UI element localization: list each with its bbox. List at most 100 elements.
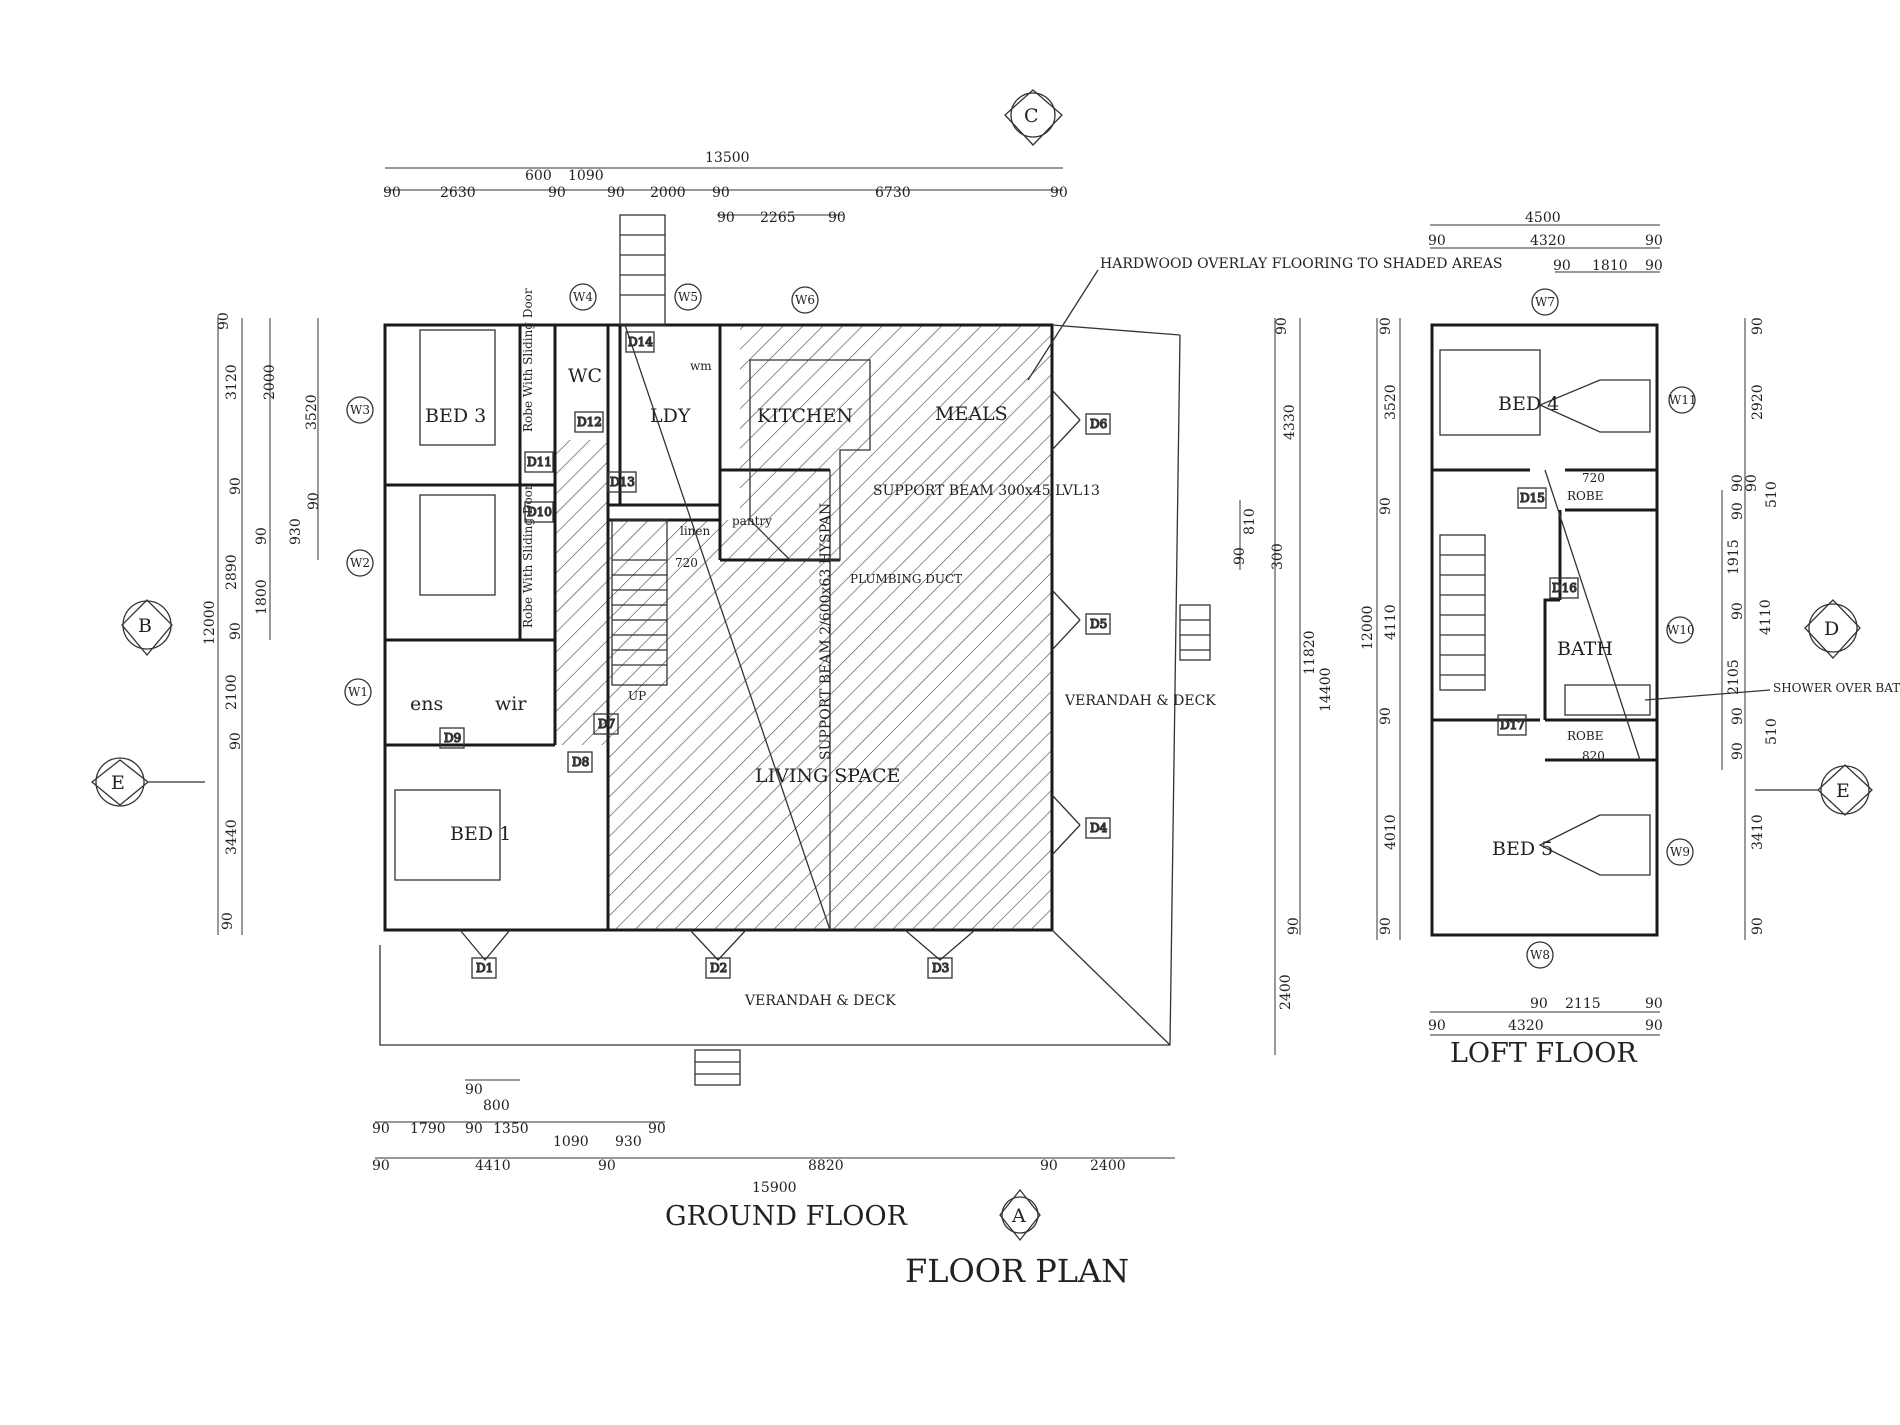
dim-bot-r3-4: 90	[1040, 1158, 1058, 1174]
window-tag-w8: W8	[1530, 948, 1550, 962]
robe-label-1: Robe With Sliding Door	[521, 288, 535, 432]
door-tag-d10: D10	[527, 505, 552, 519]
room-label-kitchen: KITCHEN	[757, 405, 853, 427]
dim-bot-r3-1: 4410	[475, 1158, 511, 1174]
loft-window-tags: W7 W8 W9 W10 W11	[1526, 288, 1697, 969]
dim-left-2: 2000	[262, 364, 278, 400]
bed-2-outline	[419, 494, 496, 596]
dim-right-4: 90	[1232, 547, 1248, 565]
loft-dim-left-4: 4110	[1383, 604, 1399, 640]
exterior-stairs-bottom	[694, 1049, 741, 1086]
note-shower: SHOWER OVER BATH	[1773, 681, 1900, 695]
section-marker-c-label: C	[1024, 105, 1039, 127]
loft-dim-top-r3-1: 1810	[1592, 258, 1628, 274]
door-tag-d8: D8	[572, 755, 589, 769]
drawing-title: FLOOR PLAN	[905, 1252, 1129, 1290]
loft-dim-left-3: 12000	[1360, 605, 1376, 650]
dim-left-1: 3120	[224, 364, 240, 400]
dim-top-r2-8: 6730	[875, 185, 911, 201]
room-label-meals: MEALS	[935, 403, 1008, 425]
loft-dim-right-11: 510	[1764, 718, 1780, 745]
dim-right-2: 810	[1242, 508, 1258, 535]
window-tag-w11: W11	[1669, 393, 1697, 407]
exterior-stairs-right	[1179, 604, 1211, 661]
loft-dim-bot-r1-1: 2115	[1565, 996, 1601, 1012]
dim-top-r2-7: 90	[712, 185, 730, 201]
window-tag-w6: W6	[795, 293, 815, 307]
section-markers: A B C D E E	[90, 89, 1873, 1242]
loft-dim-left-5: 90	[1378, 707, 1394, 725]
ground-dims-top: 13500 90 2630 600 1090 90 90 2000 90 673…	[383, 150, 1068, 226]
dim-bot-r2-1: 1790	[410, 1121, 446, 1137]
loft-dim-left-0: 90	[1378, 317, 1394, 335]
window-tag-w5: W5	[678, 290, 698, 304]
window-tag-w9: W9	[1670, 845, 1690, 859]
door-tag-d6: D6	[1090, 417, 1107, 431]
dim-top-r2-0: 90	[383, 185, 401, 201]
loft-dim-right-3: 90	[1744, 474, 1760, 492]
room-label-ldy: LDY	[650, 405, 691, 427]
loft-dims-top: 4500 90 4320 90 90 1810 90	[1428, 210, 1663, 274]
loft-dim-right-9: 2105	[1726, 659, 1742, 695]
exterior-stairs-top	[619, 214, 666, 326]
dim-left-3: 3520	[304, 394, 320, 430]
loft-dim-right-5: 90	[1730, 502, 1746, 520]
room-label-robe-bottom: ROBE	[1567, 729, 1603, 743]
room-label-bed5: BED 5	[1492, 838, 1553, 860]
bed-1-outline	[394, 789, 501, 881]
door-tag-d1: D1	[476, 961, 493, 975]
dim-left-6: 90	[306, 492, 322, 510]
door-tag-d15: D15	[1520, 491, 1545, 505]
section-marker-c: C	[1004, 89, 1063, 146]
window-tag-w1: W1	[348, 685, 368, 699]
window-tag-w10: W10	[1667, 623, 1695, 637]
loft-dim-bot-r2-0: 90	[1428, 1018, 1446, 1034]
room-label-wc: WC	[568, 365, 602, 387]
dim-bot-r2-5: 930	[615, 1134, 642, 1150]
dim-left-13: 90	[228, 732, 244, 750]
bed-3-outline	[419, 329, 496, 446]
dim-bot-r3-5: 2400	[1090, 1158, 1126, 1174]
dim-left-8: 1800	[254, 579, 270, 615]
note-plumbing-duct: PLUMBING DUCT	[850, 572, 962, 586]
dim-bot-r1-0: 90	[465, 1082, 483, 1098]
section-marker-e-left: E	[90, 757, 205, 807]
dim-bot-r3-3: 8820	[808, 1158, 844, 1174]
label-up: UP	[628, 689, 646, 703]
section-marker-a: A	[999, 1188, 1041, 1242]
loft-dim-right-4: 510	[1764, 481, 1780, 508]
door-tag-d5: D5	[1090, 617, 1107, 631]
section-marker-d: D	[1804, 599, 1861, 659]
loft-dim-bot-r2-2: 90	[1645, 1018, 1663, 1034]
dim-left-15: 90	[220, 912, 236, 930]
loft-dim-bot-r2-1: 4320	[1508, 1018, 1544, 1034]
section-marker-e-left-label: E	[111, 772, 125, 794]
dim-top-r2-2: 600	[525, 168, 552, 184]
note-shower-leader	[1644, 689, 1771, 701]
dim-right-0: 90	[1274, 317, 1290, 335]
label-wm: wm	[690, 359, 712, 373]
section-marker-a-label: A	[1011, 1205, 1026, 1227]
room-label-pantry: pantry	[732, 514, 772, 528]
door-tag-d14: D14	[628, 335, 653, 349]
ground-dims-left: 90 3120 2000 3520 90 930 90 2890 1800 90…	[202, 312, 322, 935]
dim-left-0: 90	[216, 312, 232, 330]
loft-dim-bot-r1-0: 90	[1530, 996, 1548, 1012]
label-820-loft: 820	[1582, 749, 1605, 763]
loft-dim-top-r2-2: 90	[1645, 233, 1663, 249]
room-label-linen: linen	[680, 524, 711, 538]
loft-outer-wall	[1430, 323, 1659, 937]
dim-top-r2-6: 2000	[650, 185, 686, 201]
dim-bot-r3-2: 90	[598, 1158, 616, 1174]
dim-bot-r2-0: 90	[372, 1121, 390, 1137]
loft-dims-left: 90 3520 90 12000 4110 90 4010 90	[1360, 317, 1401, 940]
door-tag-d7: D7	[598, 717, 615, 731]
dim-bot-r2-4: 1090	[553, 1134, 589, 1150]
dim-top-r3-0: 90	[717, 210, 735, 226]
dim-left-10: 12000	[202, 600, 218, 645]
room-label-bed4: BED 4	[1498, 393, 1559, 415]
loft-dim-right-14: 90	[1750, 917, 1766, 935]
dim-top-r2-1: 2630	[440, 185, 476, 201]
loft-floor-label: LOFT FLOOR	[1450, 1038, 1637, 1069]
